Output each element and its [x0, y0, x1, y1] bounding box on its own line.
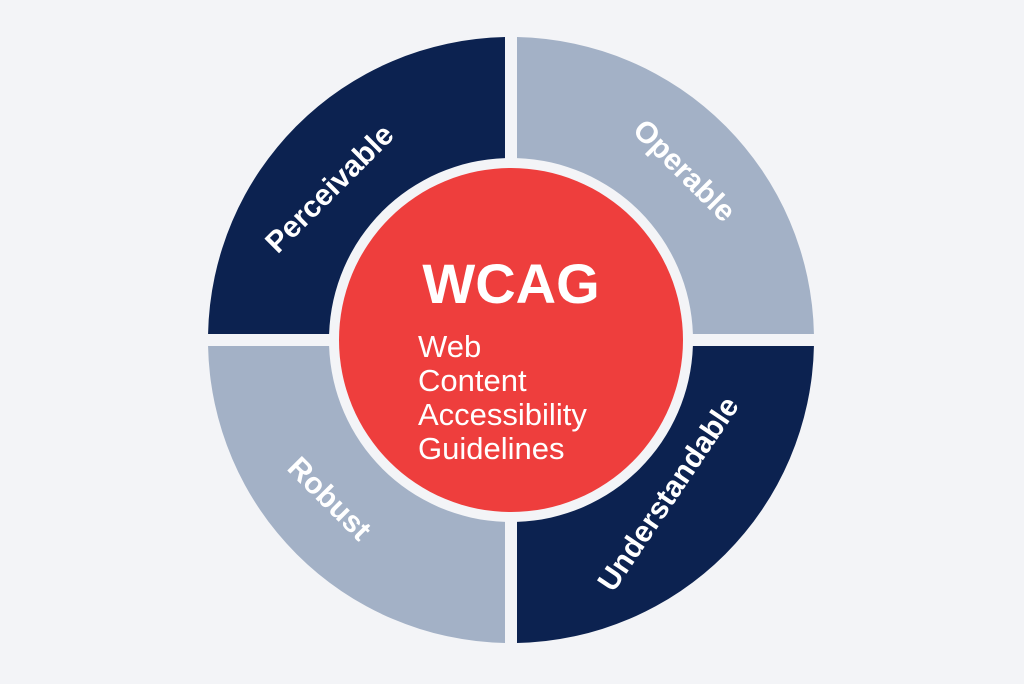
center-subtitle-line: Accessibility	[418, 397, 587, 432]
quadrant-operable	[517, 37, 814, 334]
center-circle	[339, 168, 683, 512]
center-subtitle-line: Content	[418, 363, 527, 398]
quadrant-perceivable	[208, 37, 505, 334]
quadrant-robust	[208, 346, 505, 643]
center-subtitle-line: Web	[418, 329, 481, 364]
center-title: WCAG	[422, 252, 599, 315]
quadrant-understandable	[517, 346, 814, 643]
quadrant-ring	[208, 37, 814, 643]
center-subtitle-line: Guidelines	[418, 431, 564, 466]
